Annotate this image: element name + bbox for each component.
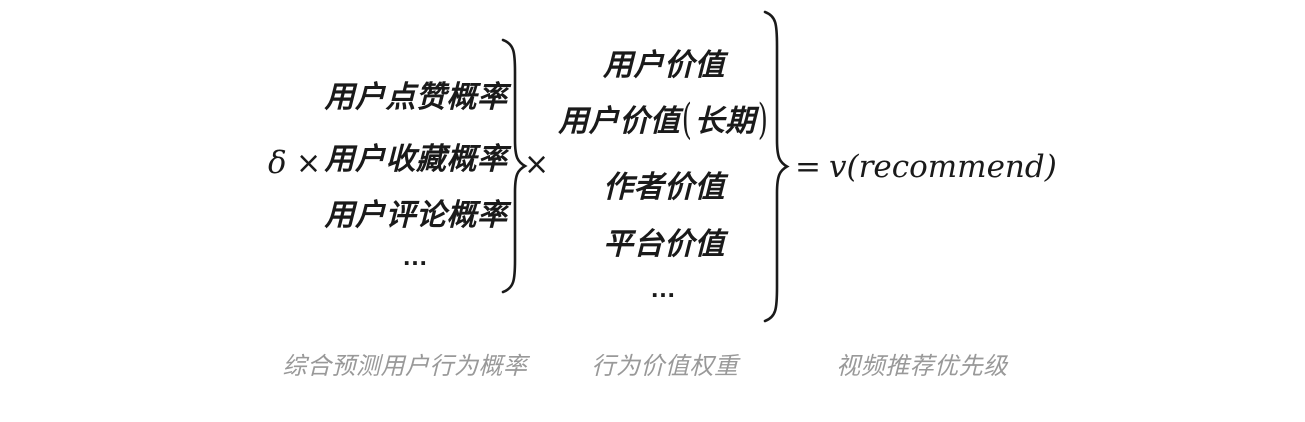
ellipsis: … (402, 241, 430, 271)
delta-factor: δ × (268, 146, 322, 181)
equals-sign: = (795, 149, 821, 185)
times-operator-left: × (296, 146, 322, 181)
list-item: 平台价值 (603, 228, 725, 261)
list-item: 用户收藏概率 (324, 143, 508, 176)
ellipsis: … (650, 273, 678, 303)
list-item: 作者价值 (603, 171, 725, 204)
delta-symbol: δ (268, 145, 288, 181)
list-item: 用户价值 (603, 49, 725, 82)
list-item: 用户评论概率 (324, 199, 508, 232)
caption-recommend-priority: 视频推荐优先级 (836, 353, 1008, 380)
result-value: v(recommend) (828, 149, 1057, 185)
paren-text: 长期 (694, 105, 756, 138)
list-item-long-term: 用户价值(长期) (555, 98, 773, 143)
open-paren: ( (682, 95, 693, 145)
caption-value-weight: 行为价值权重 (591, 353, 739, 380)
list-item-text: 用户价值 (558, 105, 681, 138)
times-operator-middle: × (524, 147, 550, 182)
result-expression: =v(recommend) (795, 149, 1057, 185)
value-weight-list: 用户价值 用户价值(长期) 作者价值 平台价值 … (555, 0, 773, 330)
behavior-probability-list: 用户点赞概率 用户收藏概率 用户评论概率 … (320, 0, 512, 300)
right-curly-brace-icon (501, 38, 528, 294)
right-curly-brace-icon (763, 10, 790, 323)
close-paren: ) (757, 95, 768, 145)
list-item: 用户点赞概率 (324, 81, 508, 114)
caption-behavior-probability: 综合预测用户行为概率 (282, 353, 528, 380)
